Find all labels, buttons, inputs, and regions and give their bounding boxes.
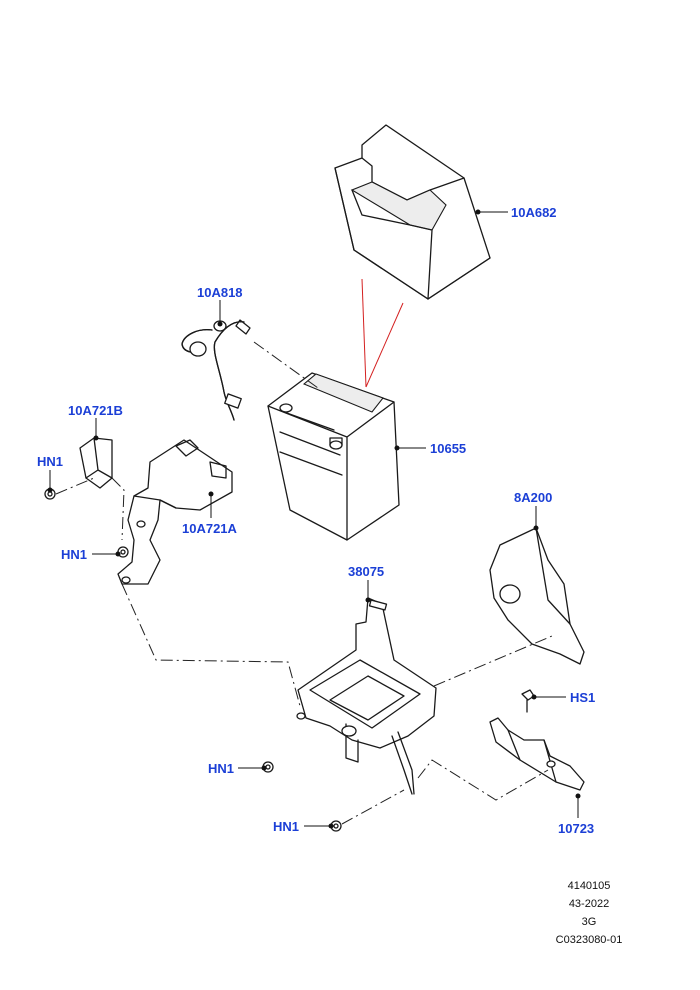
callout-10723: 10723 [558,821,594,836]
battery-cover-part [334,124,491,300]
meta-date: 43-2022 [568,898,610,910]
trim-panel-part [489,527,585,665]
battery-part [267,372,400,541]
callout-10A682: 10A682 [511,205,557,220]
callout-8A200: 8A200 [514,490,552,505]
support-bracket-part [489,717,585,791]
leader-8A200 [533,506,539,531]
callout-10A721A: 10A721A [182,521,238,536]
leader-HN1-c [238,765,267,771]
nut-hn1-part [117,546,129,558]
callout-10A818: 10A818 [197,285,243,300]
callout-10A721B: 10A721B [68,403,123,418]
callout-HN1-c: HN1 [208,761,234,776]
red-guide-line [365,302,404,388]
leader-HN1-a [47,470,53,493]
callout-HN1-a: HN1 [37,454,63,469]
leader-HN1-b [92,551,121,557]
callout-10655: 10655 [430,441,466,456]
assembly-line [341,789,405,825]
leader-10A721A [208,491,214,518]
red-guide-line [361,278,367,388]
callout-HN1-d: HN1 [273,819,299,834]
cable-bracket-part [117,439,233,585]
leader-10A721B [93,418,99,441]
leader-38075 [365,580,371,603]
leader-HS1 [531,694,566,700]
assembly-line [121,583,301,707]
assembly-line [55,477,95,495]
leader-10655 [394,445,426,451]
meta-illustration-id: C0323080-01 [555,934,623,946]
leader-10A682 [475,209,508,215]
callout-HS1: HS1 [570,690,595,705]
leader-HN1-d [304,823,334,829]
battery-tray-part [296,597,437,795]
meta-variant: 3G [581,916,597,928]
callout-HN1-b: HN1 [61,547,87,562]
leader-10723 [575,793,581,818]
leader-10A818 [217,300,223,327]
battery-cable-part [181,319,251,421]
assembly-line [417,759,549,801]
callout-38075: 38075 [348,564,384,579]
bolt-hs1-part [521,689,535,713]
assembly-line [111,477,125,541]
assembly-line [253,341,319,389]
terminal-cover-part [79,437,113,489]
meta-code: 4140105 [567,880,611,892]
